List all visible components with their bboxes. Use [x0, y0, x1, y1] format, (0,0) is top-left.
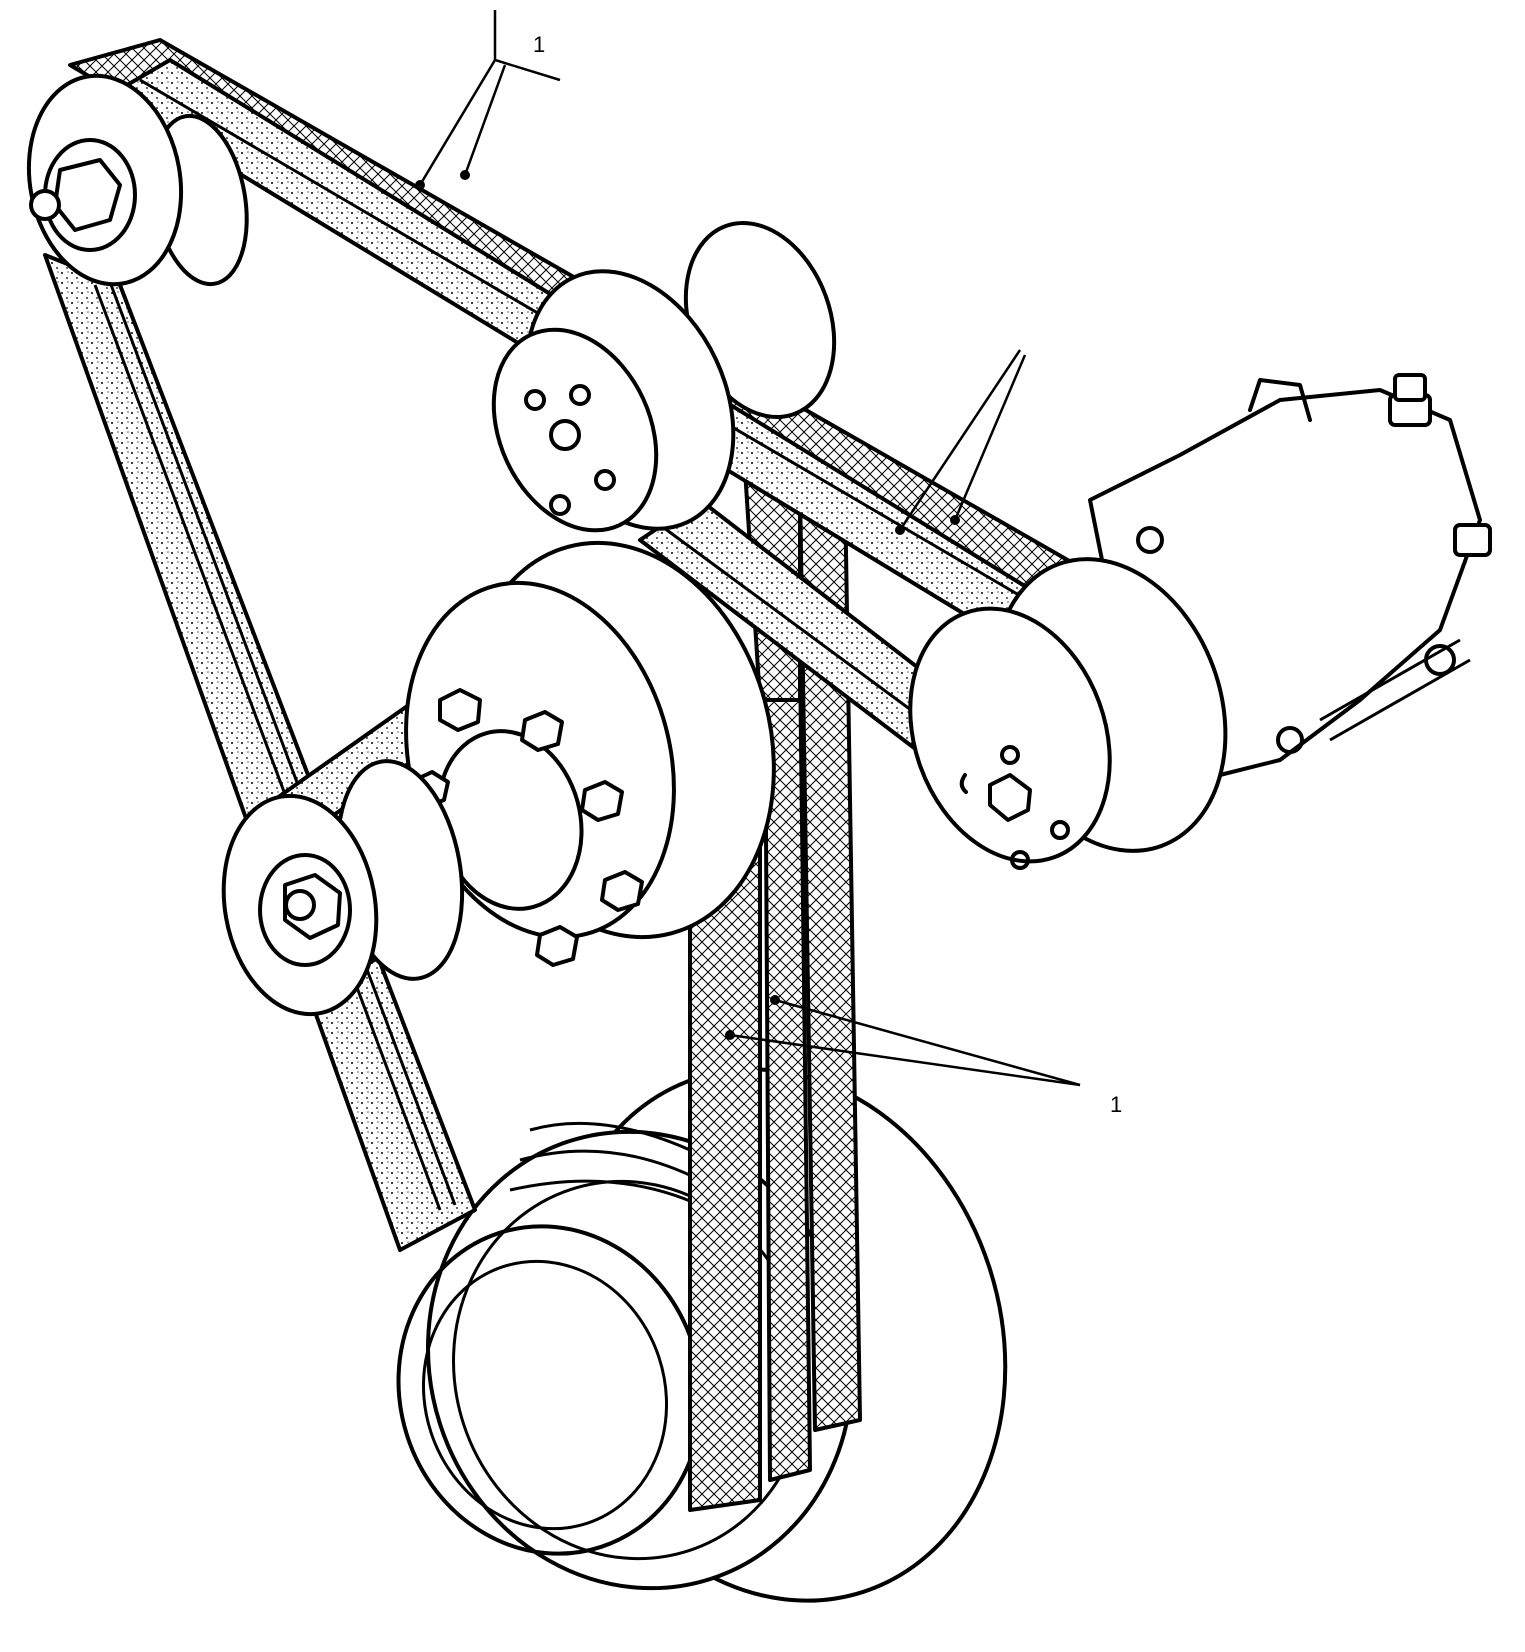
callout-bottom-right: 1: [1110, 1092, 1122, 1117]
idler-pulley-top-left: [26, 73, 249, 287]
callout-top: 1: [533, 32, 545, 57]
ac-compressor: [908, 373, 1492, 870]
callout-leaders: [415, 10, 1081, 1087]
idler-pulley-upper-middle: [491, 221, 837, 533]
tensioner-pulley: [221, 759, 465, 1017]
